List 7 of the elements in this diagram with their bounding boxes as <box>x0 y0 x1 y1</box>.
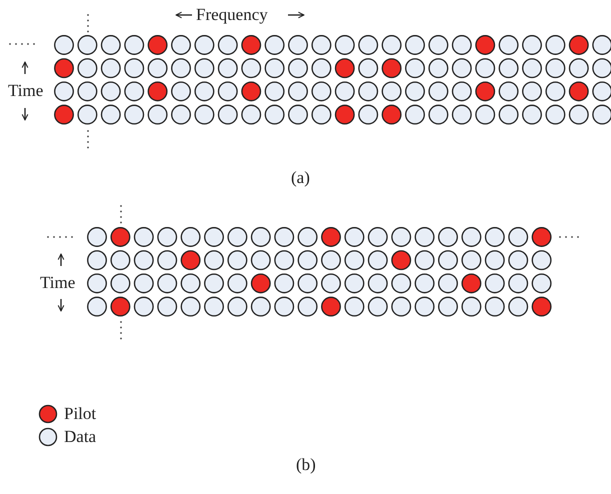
axis-label: Time <box>40 273 76 293</box>
legend-label: Data <box>64 427 96 447</box>
axis-label: Frequency <box>196 5 268 25</box>
legend-label: Pilot <box>64 404 96 424</box>
panel-label: (a) <box>291 168 310 188</box>
panel-label: (b) <box>296 455 316 475</box>
axis-label: Time <box>8 81 44 101</box>
